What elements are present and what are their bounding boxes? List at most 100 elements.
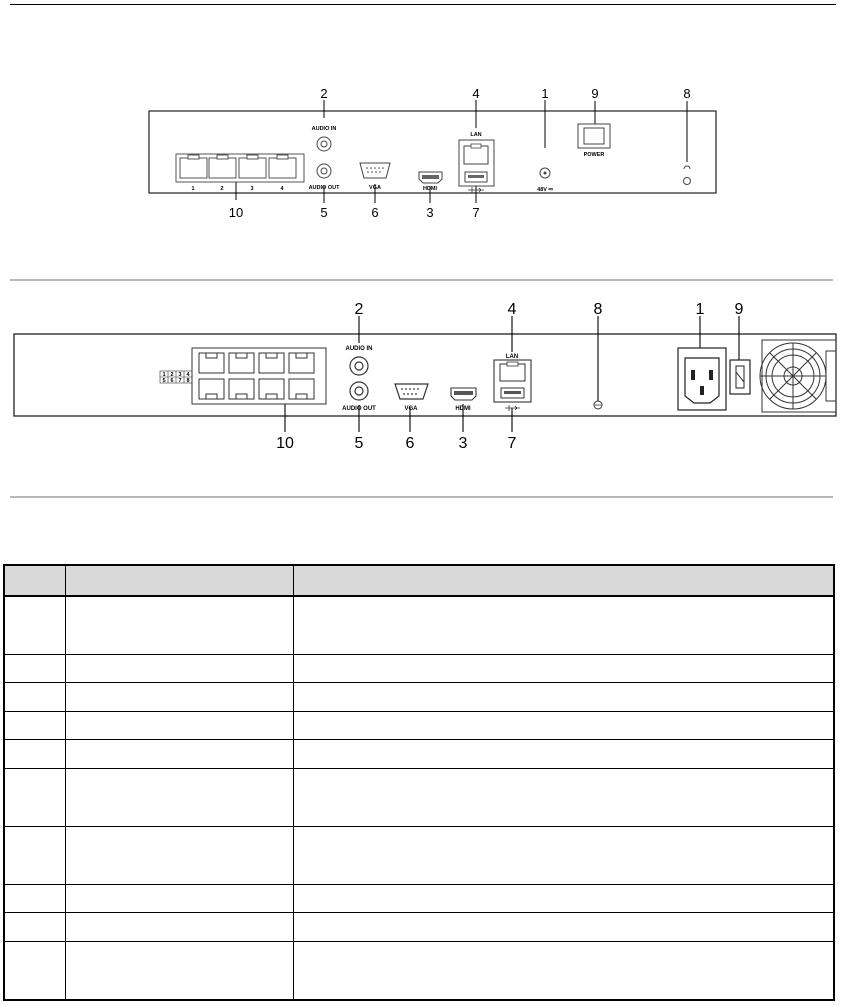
vga-port [394, 383, 429, 400]
callout-9: 9 [591, 86, 598, 101]
header-cell-description [293, 564, 835, 597]
header-cell-item [65, 564, 294, 597]
callout-8: 8 [594, 301, 603, 318]
table-cell [293, 682, 835, 712]
lan-port [499, 363, 526, 382]
table-cell [65, 767, 294, 827]
callout-3: 3 [426, 205, 433, 220]
table-row [3, 767, 835, 827]
audio-in-label: AUDIO IN [346, 346, 373, 352]
leader-lines-top [235, 100, 688, 203]
vga-label: VGA [369, 185, 381, 191]
callout-5: 5 [355, 435, 364, 451]
table-row [3, 883, 835, 914]
grid-number-6: 6 [170, 378, 173, 384]
callout-1: 1 [541, 86, 548, 101]
poe-ports-block-8 [191, 347, 327, 405]
table-cell [293, 767, 835, 827]
table-cell [293, 595, 835, 655]
audio-out-label: AUDIO OUT [309, 185, 341, 191]
callout-10: 10 [276, 435, 294, 451]
grid-number-8: 8 [186, 378, 189, 384]
table-cell [3, 825, 66, 885]
port-number-1: 1 [191, 186, 194, 192]
dc-power-label: 48V ⎓ [537, 187, 553, 193]
callout-6: 6 [371, 205, 378, 220]
table-row [3, 682, 835, 712]
usb-icon [468, 187, 484, 193]
rear-panel-8-port-drawing: 2 4 8 1 9 10 5 6 3 7 1 2 3 4 5 6 7 8 [13, 301, 837, 452]
table-cell [65, 653, 294, 684]
table-row [3, 653, 835, 684]
callout-7: 7 [472, 205, 479, 220]
callout-4: 4 [508, 301, 517, 318]
table-cell [293, 653, 835, 684]
table-cell [293, 940, 835, 1001]
port-number-4: 4 [280, 186, 284, 192]
port-number-2: 2 [220, 186, 223, 192]
rear-panel-4-port: 2 4 1 9 8 10 5 6 3 7 1 2 3 4 AUDIO IN [148, 84, 718, 224]
table-row [3, 739, 835, 769]
fan-grille [759, 339, 837, 413]
table-cell [65, 940, 294, 1001]
ground-screw [683, 177, 691, 185]
lan-label: LAN [506, 354, 518, 360]
table-cell [3, 682, 66, 712]
table-cell [65, 595, 294, 655]
callout-2: 2 [355, 301, 364, 318]
callout-1: 1 [696, 301, 705, 318]
grid-number-2: 2 [170, 372, 173, 378]
table-cell [65, 912, 294, 942]
table-cell [293, 883, 835, 914]
top-rule [10, 4, 836, 5]
table-cell [293, 739, 835, 769]
callout-10: 10 [229, 205, 243, 220]
rear-panel-description-table [3, 564, 835, 1001]
table-cell [3, 940, 66, 1001]
lan-label: LAN [470, 132, 481, 138]
vga-label: VGA [404, 406, 418, 412]
table-cell [3, 710, 66, 741]
callout-2: 2 [320, 86, 327, 101]
grid-number-3: 3 [178, 372, 181, 378]
separator-1 [10, 279, 833, 281]
table-cell [3, 912, 66, 942]
header-cell-no [3, 564, 66, 597]
callout-8: 8 [683, 86, 690, 101]
table-row [3, 912, 835, 942]
callout-6: 6 [406, 435, 415, 451]
table-row [3, 595, 835, 655]
usb-icon [505, 405, 520, 411]
callout-5: 5 [320, 205, 327, 220]
hdmi-label: HDMI [455, 406, 471, 412]
table-cell [65, 883, 294, 914]
table-cell [3, 767, 66, 827]
table-cell [65, 825, 294, 885]
callout-3: 3 [459, 435, 468, 451]
table-cell [3, 653, 66, 684]
rear-panel-4-port-drawing: 2 4 1 9 8 10 5 6 3 7 1 2 3 4 AUDIO IN [148, 86, 717, 220]
separator-2 [10, 496, 833, 498]
audio-in-label: AUDIO IN [312, 126, 337, 132]
table-row [3, 825, 835, 885]
table-cell [3, 595, 66, 655]
port-number-grid [159, 370, 193, 384]
power-label: POWER [584, 152, 605, 158]
table-cell [293, 912, 835, 942]
port-number-3: 3 [250, 186, 253, 192]
audio-out-label: AUDIO OUT [342, 406, 376, 412]
callout-7: 7 [508, 435, 517, 451]
grid-number-7: 7 [178, 378, 181, 384]
table-cell [65, 739, 294, 769]
lan-port [463, 145, 489, 165]
table-cell [293, 825, 835, 885]
hdmi-label: HDMI [423, 186, 438, 192]
ground-symbol [683, 165, 691, 170]
grid-number-5: 5 [162, 378, 165, 384]
table-row [3, 940, 835, 1001]
grid-number-1: 1 [162, 372, 165, 378]
callout-4: 4 [472, 86, 479, 101]
vga-port [359, 162, 391, 179]
table-cell [293, 710, 835, 741]
table-header-row [3, 564, 835, 597]
